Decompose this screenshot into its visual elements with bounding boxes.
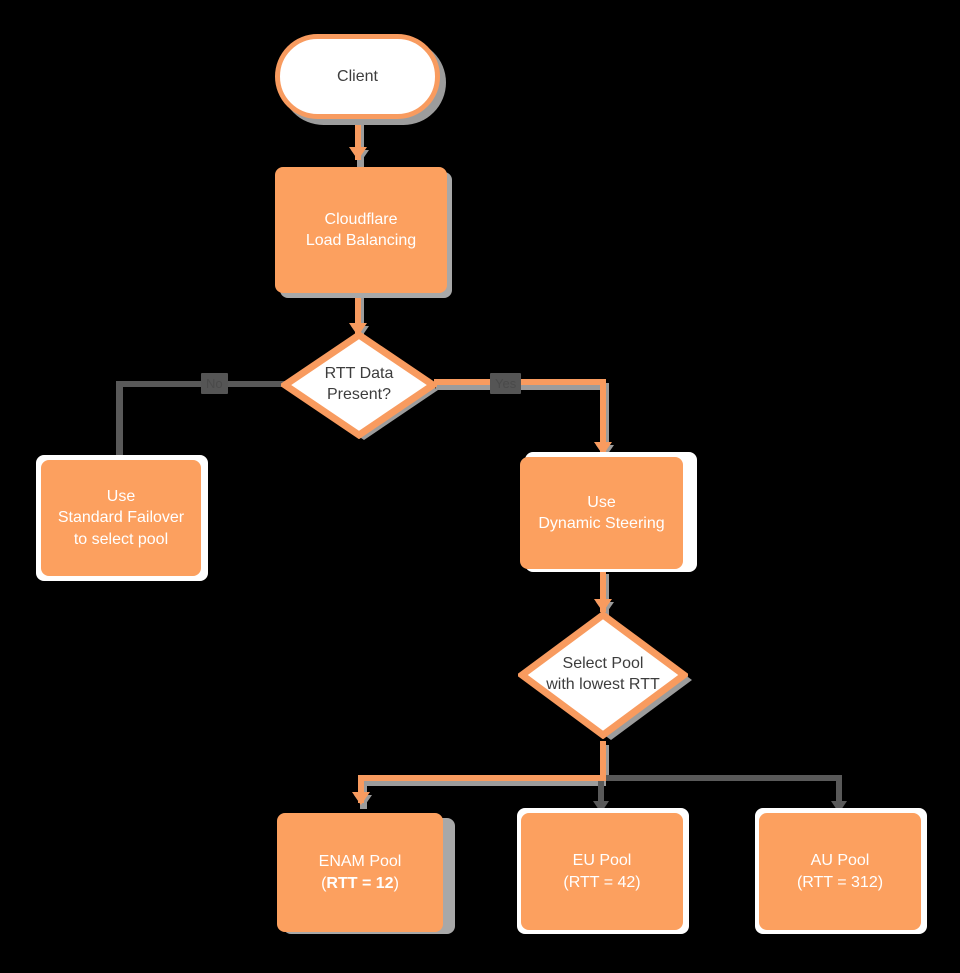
- enam-pool-node-label: ENAM Pool (RTT = 12): [319, 851, 402, 893]
- enam-pool-rtt-open: (: [321, 874, 327, 892]
- standard-failover-node-label: Use Standard Failover to select pool: [57, 488, 185, 548]
- edge-steering-to-select-line: [600, 570, 606, 612]
- edge-label-no: No: [201, 373, 228, 394]
- rtt-present-node[interactable]: RTT Data Present?: [281, 331, 437, 439]
- eu-pool-name: EU Pool: [572, 852, 632, 870]
- client-node-label: Client: [337, 67, 378, 85]
- load-balancing-node-label: Cloudflare Load Balancing: [305, 210, 417, 249]
- standard-failover-node[interactable]: Use Standard Failover to select pool: [41, 460, 201, 576]
- edge-select-to-eu-vertical: [598, 775, 604, 807]
- load-balancing-node[interactable]: Cloudflare Load Balancing: [275, 167, 447, 293]
- au-pool-node[interactable]: AU Pool (RTT = 312): [759, 813, 921, 930]
- enam-pool-rtt-value: RTT = 12: [326, 874, 394, 892]
- edge-decision-yes-horizontal-shadow: [436, 383, 608, 390]
- edge-select-to-enam-horizontal: [358, 775, 606, 781]
- edge-select-to-au-vertical: [836, 775, 842, 807]
- au-pool-rtt-open: (: [796, 873, 803, 891]
- au-pool-node-label: AU Pool (RTT = 312): [797, 850, 883, 892]
- edge-client-to-lb-arrow: [349, 147, 367, 160]
- eu-pool-node-label: EU Pool(RTT = 42): [563, 850, 640, 892]
- edge-select-to-au-horizontal: [600, 775, 840, 781]
- edge-label-yes: Yes: [490, 373, 522, 394]
- au-pool-rtt-value: RTT = 312: [802, 873, 878, 891]
- au-pool-rtt-close: ): [877, 873, 884, 891]
- client-node[interactable]: Client: [275, 34, 440, 119]
- eu-pool-rtt-close: ): [635, 873, 641, 891]
- edge-select-to-enam-vertical: [358, 775, 364, 803]
- edge-lb-to-decision-line: [355, 294, 361, 334]
- au-pool-name: AU Pool: [810, 852, 870, 870]
- eu-pool-rtt-open: (: [563, 873, 569, 891]
- edge-select-to-enam-horizontal-shadow: [360, 779, 606, 786]
- enam-pool-node[interactable]: ENAM Pool (RTT = 12): [277, 813, 443, 932]
- eu-pool-rtt-value: RTT = 42: [568, 873, 636, 891]
- dynamic-steering-node-label: Use Dynamic Steering: [538, 493, 665, 532]
- edge-select-to-enam-arrow: [352, 792, 370, 805]
- edge-steering-to-select-arrow: [594, 599, 612, 612]
- edge-lb-to-decision-arrow: [349, 323, 367, 336]
- edge-decision-no-vertical: [116, 381, 123, 466]
- eu-pool-node[interactable]: EU Pool(RTT = 42): [521, 813, 683, 930]
- enam-pool-rtt-close: ): [393, 874, 399, 892]
- edge-decision-yes-arrow: [594, 442, 612, 455]
- edge-decision-yes-vertical: [600, 379, 606, 457]
- edge-select-stem: [600, 741, 606, 777]
- dynamic-steering-node[interactable]: Use Dynamic Steering: [520, 457, 683, 569]
- select-pool-node[interactable]: Select Pool with lowest RTT: [518, 611, 688, 739]
- enam-pool-name: ENAM Pool: [318, 853, 402, 871]
- edge-client-to-lb-line: [355, 118, 361, 160]
